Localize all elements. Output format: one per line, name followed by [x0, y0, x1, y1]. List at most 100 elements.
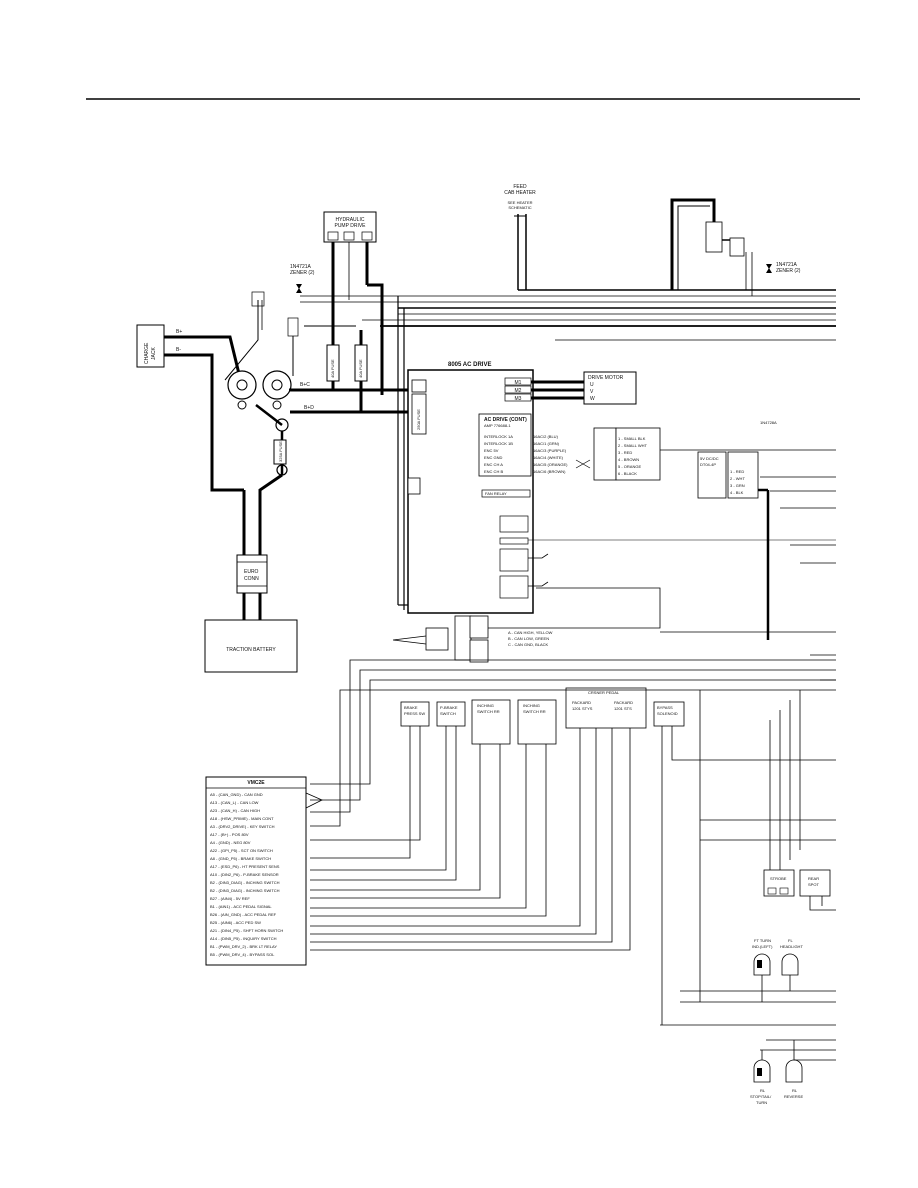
vmc-row: B2 - (DIN3_DIAG) - INCHING SWITCH	[210, 880, 280, 885]
zener-right: 1N4721A ZENER (2)	[766, 262, 801, 274]
euro-label-2: CONN	[244, 576, 259, 582]
pin-m3: M3	[515, 396, 522, 402]
ac-drive-title: 8005 AC DRIVE	[448, 362, 491, 368]
vmc-row: B5 - (PWM_DRV_4) - BYPASS SOL	[210, 952, 275, 957]
enc-pin: 5 - ORANGE	[618, 464, 641, 469]
hyd-label-1: HYDRAULIC	[336, 217, 365, 223]
ac-drive: 8005 AC DRIVE 250A FUSE M1 M2 M3 DRIVE M…	[397, 296, 836, 614]
fan-relay-label: FAN RELAY	[485, 491, 507, 496]
inching-switch-fr: INCHING SWITCH RR	[471, 699, 511, 745]
diode-right-label-1: 1N4721A	[776, 262, 798, 268]
pedal-label: CRSNER PEDAL	[588, 690, 620, 695]
svg-text:325A FUSE: 325A FUSE	[278, 441, 283, 462]
svg-text:40A FUSE: 40A FUSE	[358, 359, 363, 378]
vmc-row: B27 - (AIN4) - 5V REF	[210, 896, 250, 901]
enc-pin: 3 - RED	[618, 450, 632, 455]
charge-label-1: CHARGE	[144, 342, 150, 364]
brake-press-switch: BRAKE PRESS SW	[400, 701, 430, 727]
conn-title: AC DRIVE (CONT)	[484, 417, 527, 423]
enc-pin: 6 - BLACK	[618, 471, 637, 476]
vmc-row: A17 - (B+) - POS 80V	[210, 832, 249, 837]
vmc-row: A22 - (GPI_P5) - SCT ON SWITCH	[210, 848, 273, 853]
rear-label-1: REAR	[808, 876, 819, 881]
dcdc-pin: 1 - RED	[730, 469, 744, 474]
packard-a2: 1201 STYS	[572, 706, 593, 711]
inch-fr-1: INCHING	[477, 703, 494, 708]
rear-reverse-light: RL REVERSE	[784, 1059, 803, 1099]
motor-v: V	[590, 389, 594, 395]
ft-label-2: IND.(LEFT)	[752, 944, 773, 949]
vmc-rows: A5 - (CAN_GND) - CAN GND A13 - (CAN_L) -…	[210, 792, 283, 957]
pbrake-label-2: SWITCH	[440, 711, 456, 716]
dcdc-pin: 3 - GRN	[730, 483, 745, 488]
charge-label-2: JACK	[151, 347, 157, 360]
dcdc-pin: 4 - BLK	[730, 490, 744, 495]
pin-m1: M1	[515, 380, 522, 386]
vmc-row: A10 - (DIN2_P6) - P-BRAKE SENSOR	[210, 872, 279, 877]
ac-wire: 16AC/6 (BROWN)	[533, 469, 566, 474]
heater-note-2: SCHEMATIC	[508, 205, 531, 210]
conn-sub: AMP 776688-1	[484, 423, 511, 428]
fuse-pair: 40A FUSE 40A FUSE	[304, 325, 368, 412]
battery-label: TRACTION BATTERY	[226, 647, 276, 653]
ac-wire: 16AC/1 (GRN)	[533, 441, 560, 446]
brake-label-1: BRAKE	[404, 705, 418, 710]
vmc-row: B2 - (DIN3_DIAG) - INCHING SWITCH	[210, 888, 280, 893]
strobe-light: STROBE	[763, 869, 795, 897]
packard-b2: 1201 STS	[614, 706, 632, 711]
ac-pin: INTERLOCK 1B	[484, 441, 513, 446]
rl-label-1: RL	[760, 1088, 766, 1093]
vmc-title: VMC2E	[247, 780, 265, 786]
right-bus	[300, 295, 836, 1051]
charge-bminus: B-	[176, 347, 181, 353]
charge-jack: CHARGE JACK B+ B-	[136, 324, 244, 492]
svg-text:250A FUSE: 250A FUSE	[416, 409, 421, 430]
enc-pin: 1 - SMALL BLK	[618, 436, 646, 441]
motor-u: U	[590, 382, 594, 388]
inch-rr-1: INCHING	[523, 703, 540, 708]
heater-note-1: SEE HEATER	[507, 200, 532, 205]
ac-wire: 16AC/4 (WHITE)	[533, 455, 564, 460]
vmc-row: A8 - (GND_P5) - BRAKE SWITCH	[210, 856, 271, 861]
encoder-connector: 1 - SMALL BLK 2 - SMALL WHT 3 - RED 4 - …	[575, 427, 661, 481]
packard-a1: PACKARD	[572, 700, 591, 705]
can-a-label: A - CAN HIGH, YELLOW	[508, 630, 553, 635]
acs-relay	[670, 198, 753, 296]
diode-left-label-2: ZENER (2)	[290, 270, 315, 276]
dcdc-label-2: DT04-4P	[700, 462, 716, 467]
vmc-controller: VMC2E A5 - (CAN_GND) - CAN GND A13 - (CA…	[205, 776, 323, 966]
vmc-row: A21 - (DIN4_P5) - SHFT HORN SWITCH	[210, 928, 283, 933]
vmc-row: A23 - (CAN_H) - CAN HIGH	[210, 808, 260, 813]
vmc-row: B25 - (AIN6) - ACC PED SW	[210, 920, 261, 925]
diode-mid-label: 1N4728A	[760, 420, 777, 425]
hydraulic-pump-drive: HYDRAULIC PUMP DRIVE	[323, 211, 384, 395]
enc-pin: 2 - SMALL WHT	[618, 443, 648, 448]
bypass-solenoid: BYPASS SOLENOID	[653, 701, 685, 727]
packard-b1: PACKARD	[614, 700, 633, 705]
bypass-label-2: SOLENOID	[657, 711, 678, 716]
ac-wire: 16AC/5 (ORANGE)	[533, 462, 568, 467]
can-junction: A - CAN HIGH, YELLOW B - CAN LOW, GREEN …	[392, 587, 661, 663]
inching-switch-rr: INCHING SWITCH RR	[517, 699, 557, 745]
motor-w: W	[590, 396, 595, 402]
cab-heater-feed: FEED CAB HEATER SEE HEATER SCHEMATIC	[504, 184, 836, 291]
ft-label-1: FT TURN	[754, 938, 771, 943]
vmc-row: A17 - (ESD_P6) - HT PRESENT SENS	[210, 864, 280, 869]
cab-heater-label: CAB HEATER	[504, 190, 536, 196]
main-contactor: 325A FUSE B+C B+D	[224, 300, 408, 555]
zener-left: 1N4721A ZENER (2)	[251, 264, 315, 307]
ac-pin-list: INTERLOCK 1A INTERLOCK 1B ENC 5V ENC GND…	[484, 434, 513, 474]
rev-label-1: RL	[792, 1088, 798, 1093]
can-c-label: C - CAN GND, BLACK	[508, 642, 549, 647]
inch-rr-2: SWITCH RR	[523, 709, 546, 714]
dcdc-converter: 5V DC/DC DT04-4P 1 - RED 2 - WHT 3 - GRN…	[697, 420, 777, 640]
enc-pin: 4 - BROWN	[618, 457, 639, 462]
dcdc-label-1: 5V DC/DC	[700, 456, 719, 461]
rear-label-2: SPOT	[808, 882, 819, 887]
ac-pin: INTERLOCK 1A	[484, 434, 513, 439]
ac-wire-list: 16AC/2 (BLU) 16AC/1 (GRN) 16AC/3 (PURPLE…	[533, 434, 568, 474]
front-turn-light: FT TURN IND.(LEFT)	[752, 938, 773, 976]
drive-motor-label: DRIVE MOTOR	[588, 375, 624, 381]
vmc-row: A4 - (GND) - NEG 80V	[210, 840, 251, 845]
